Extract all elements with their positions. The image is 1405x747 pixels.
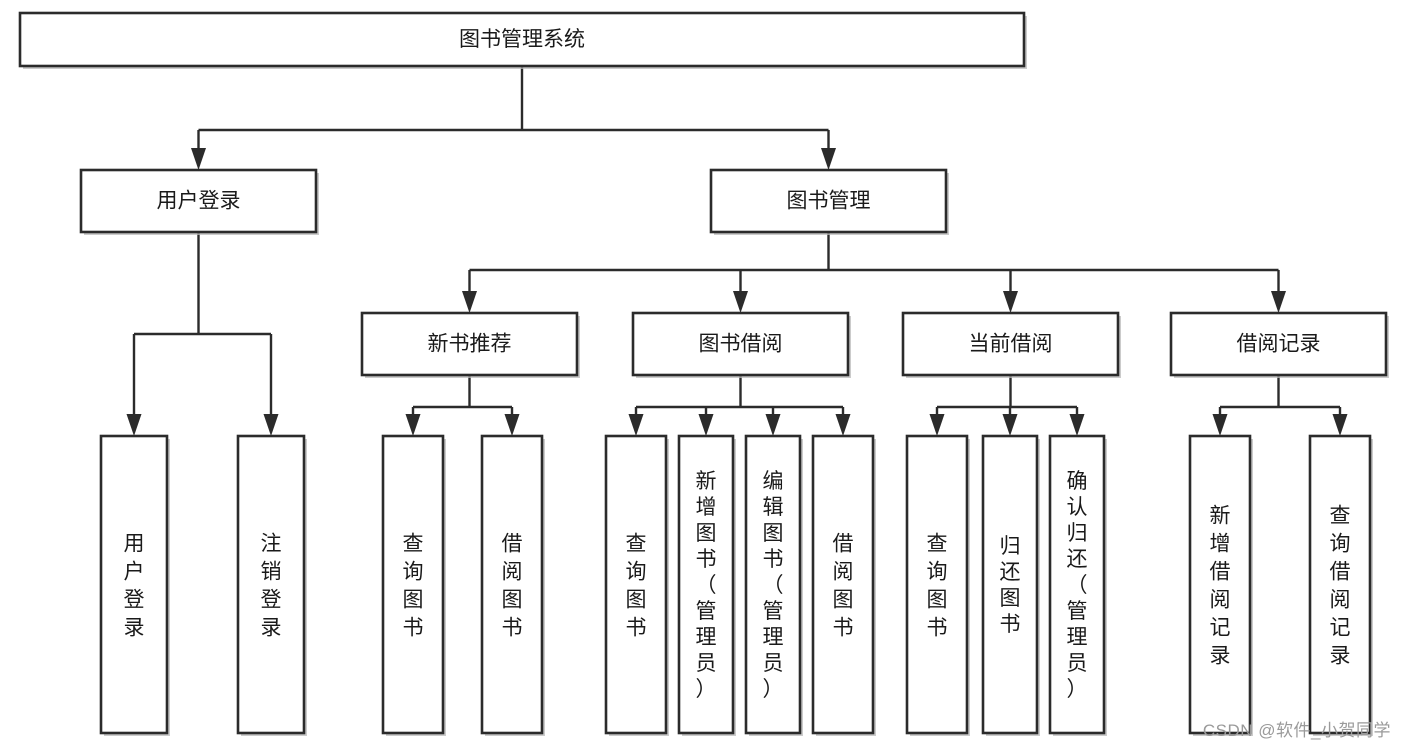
connector-edges <box>126 66 1348 436</box>
node-l-add-record[interactable]: 新增借阅记录 <box>1188 434 1253 736</box>
node-box[interactable] <box>744 434 802 735</box>
node-l-add-book[interactable]: 新增图书（管理员） <box>677 434 736 736</box>
node-l-return-book[interactable]: 归还图书 <box>981 434 1040 736</box>
node-box[interactable] <box>1308 434 1372 735</box>
node-l-query-record[interactable]: 查询借阅记录 <box>1308 434 1373 736</box>
node-box[interactable] <box>677 434 735 735</box>
node-label: 新增借阅记录 <box>1210 504 1231 667</box>
node-label: 图书借阅 <box>699 333 783 356</box>
node-l-query-book-2[interactable]: 查询图书 <box>604 434 669 736</box>
node-n-user-login[interactable]: 用户登录 <box>79 168 319 235</box>
node-label: 用户登录 <box>124 532 145 639</box>
node-label: 图书管理系统 <box>459 28 585 51</box>
node-box[interactable] <box>901 311 1120 377</box>
csdn-watermark: CSDN @软件_小贺同学 <box>1202 721 1391 740</box>
node-label: 借阅图书 <box>502 532 523 639</box>
node-box[interactable] <box>709 168 948 234</box>
node-box[interactable] <box>905 434 969 735</box>
node-l-borrow-book-2[interactable]: 借阅图书 <box>811 434 876 736</box>
node-label: 借阅记录 <box>1237 333 1321 356</box>
node-l-query-book-1[interactable]: 查询图书 <box>381 434 446 736</box>
node-l-confirm-return[interactable]: 确认归还（管理员） <box>1048 434 1107 736</box>
connector-n-current-borrow <box>929 375 1085 436</box>
node-label: 归还图书 <box>1000 535 1021 636</box>
node-box[interactable] <box>1188 434 1252 735</box>
node-box[interactable] <box>18 11 1026 68</box>
connector-root <box>191 66 836 170</box>
node-label: 查询借阅记录 <box>1330 504 1351 667</box>
node-box[interactable] <box>360 311 579 377</box>
node-label: 查询图书 <box>927 532 948 639</box>
node-boxes: 图书管理系统用户登录图书管理新书推荐图书借阅当前借阅借阅记录用户登录注销登录查询… <box>18 11 1389 736</box>
node-label: 当前借阅 <box>969 333 1053 356</box>
node-box[interactable] <box>381 434 445 735</box>
node-label: 借阅图书 <box>833 532 854 639</box>
node-l-logout[interactable]: 注销登录 <box>236 434 307 736</box>
node-label: 图书管理 <box>787 190 871 213</box>
node-n-current-borrow[interactable]: 当前借阅 <box>901 311 1121 378</box>
node-l-borrow-book-1[interactable]: 借阅图书 <box>480 434 545 736</box>
node-l-user-login[interactable]: 用户登录 <box>99 434 170 736</box>
node-label: 新书推荐 <box>428 333 512 356</box>
node-root[interactable]: 图书管理系统 <box>18 11 1027 69</box>
node-box[interactable] <box>79 168 318 234</box>
connector-n-new-book-rec <box>405 375 520 436</box>
node-box[interactable] <box>236 434 306 735</box>
node-box[interactable] <box>480 434 544 735</box>
node-label: 查询图书 <box>403 532 424 639</box>
connector-n-user-login <box>126 232 279 436</box>
node-label: 确认归还（管理员） <box>1067 470 1088 701</box>
node-box[interactable] <box>631 311 850 377</box>
node-n-book-borrow[interactable]: 图书借阅 <box>631 311 851 378</box>
node-box[interactable] <box>1169 311 1388 377</box>
node-label: 用户登录 <box>157 190 241 213</box>
node-l-query-book-3[interactable]: 查询图书 <box>905 434 970 736</box>
node-box[interactable] <box>1048 434 1106 735</box>
connector-n-borrow-record <box>1212 375 1348 436</box>
connector-n-book-borrow <box>628 375 851 436</box>
node-label: 查询图书 <box>626 532 647 639</box>
connector-n-book-manage <box>462 232 1286 313</box>
node-n-book-manage[interactable]: 图书管理 <box>709 168 949 235</box>
node-label: 注销登录 <box>261 532 282 639</box>
node-n-borrow-record[interactable]: 借阅记录 <box>1169 311 1389 378</box>
node-n-new-book-rec[interactable]: 新书推荐 <box>360 311 580 378</box>
node-box[interactable] <box>99 434 169 735</box>
node-box[interactable] <box>811 434 875 735</box>
node-label: 新增图书（管理员） <box>696 470 717 701</box>
node-label: 编辑图书（管理员） <box>763 470 784 701</box>
node-box[interactable] <box>981 434 1039 735</box>
node-l-edit-book[interactable]: 编辑图书（管理员） <box>744 434 803 736</box>
node-box[interactable] <box>604 434 668 735</box>
